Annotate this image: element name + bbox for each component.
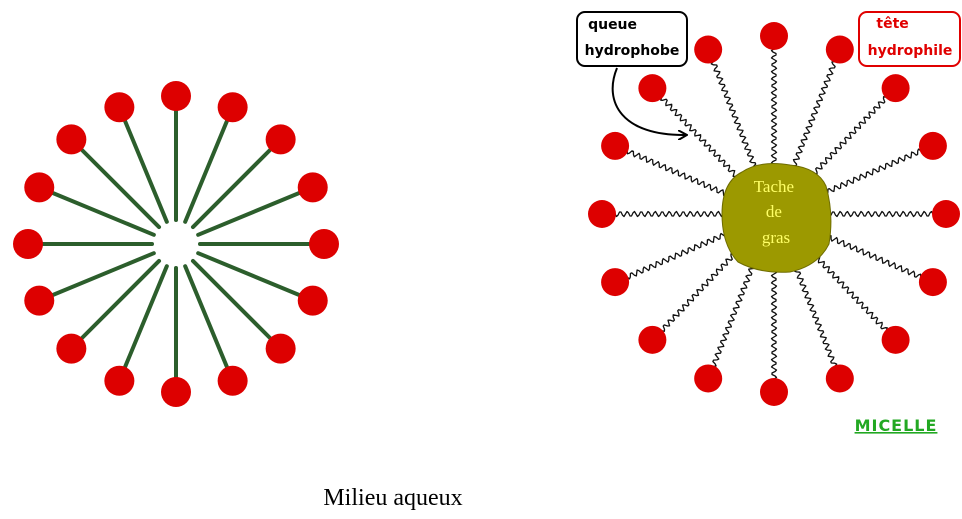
grease-stain-label-line: gras xyxy=(762,228,790,247)
grease-stain xyxy=(721,163,832,273)
hydrophobic-tail xyxy=(661,243,743,332)
hydrophilic-head xyxy=(56,124,87,155)
hydrophobic-tail xyxy=(196,190,302,237)
hydrophobic-tail-label: queue hydrophobe xyxy=(585,17,680,59)
hydrophilic-head-label-line: tête xyxy=(876,16,908,32)
right-tails xyxy=(614,48,934,380)
hydrophilic-head xyxy=(217,92,248,123)
left-heads xyxy=(13,81,339,407)
hydrophobic-tail xyxy=(183,264,230,370)
hydrophilic-head xyxy=(694,364,723,393)
hydrophobic-tail xyxy=(50,190,156,237)
hydrophilic-head xyxy=(217,365,248,396)
hydrophobic-tail xyxy=(815,148,922,198)
hydrophilic-head xyxy=(760,22,788,50)
hydrophobic-tail xyxy=(79,258,162,341)
hydrophobic-tail xyxy=(183,118,230,224)
hydrophobic-tail xyxy=(788,256,838,367)
grease-stain-label-line: de xyxy=(766,202,782,221)
hydrophobic-tail xyxy=(50,251,156,298)
hydrophobic-tail xyxy=(712,255,758,368)
hydrophilic-head xyxy=(825,35,854,64)
hydrophobic-tail xyxy=(122,118,169,224)
hydrophobic-tail-label-line: hydrophobe xyxy=(585,43,680,59)
micelle-label: MICELLE xyxy=(855,416,938,435)
left-tails xyxy=(40,108,312,380)
hydrophobic-tail xyxy=(770,48,778,170)
pointer-arrow-icon xyxy=(611,67,686,135)
hydrophobic-tail-label-line: queue xyxy=(588,17,637,33)
grease-stain-label-line: Tache xyxy=(754,177,794,196)
hydrophilic-head xyxy=(918,131,947,160)
hydrophilic-head xyxy=(265,124,296,155)
hydrophilic-head xyxy=(760,378,788,406)
grease-stain-label: Tache de gras xyxy=(754,177,799,247)
hydrophilic-head xyxy=(601,131,630,160)
hydrophilic-head xyxy=(881,325,910,354)
hydrophilic-head xyxy=(638,325,667,354)
hydrophilic-head xyxy=(265,333,296,364)
hydrophobic-tail xyxy=(196,251,302,298)
hydrophobic-tail xyxy=(614,210,730,218)
hydrophilic-head xyxy=(104,92,135,123)
right-micelle: Tache de gras xyxy=(588,22,960,406)
milieu-aqueux-caption: Milieu aqueux xyxy=(323,485,462,511)
hydrophilic-head-label-line: hydrophile xyxy=(868,43,953,59)
left-micelle xyxy=(13,81,339,407)
hydrophilic-head xyxy=(297,285,328,316)
hydrophilic-head xyxy=(918,268,947,297)
hydrophobic-tail xyxy=(790,60,836,173)
hydrophilic-head-label: tête hydrophile xyxy=(868,16,953,59)
hydrophobic-tail-callout: queue hydrophobe xyxy=(576,11,688,135)
hydrophilic-head xyxy=(588,200,616,228)
hydrophobic-tail xyxy=(816,229,922,278)
hydrophobic-tail xyxy=(190,147,273,230)
hydrophobic-tail xyxy=(770,258,778,380)
hydrophilic-head xyxy=(13,229,43,259)
hydrophilic-head xyxy=(601,268,630,297)
hydrophilic-head xyxy=(932,200,960,228)
hydrophobic-tail-label-box xyxy=(576,11,688,67)
hydrophobic-tail xyxy=(818,210,934,218)
hydrophilic-head xyxy=(694,35,723,64)
hydrophilic-head-label-box xyxy=(858,11,961,67)
hydrophilic-head xyxy=(161,81,191,111)
right-heads xyxy=(588,22,960,406)
hydrophobic-tail xyxy=(79,147,162,230)
hydrophilic-head xyxy=(297,172,328,203)
hydrophobic-tail xyxy=(805,96,887,185)
hydrophilic-head xyxy=(881,74,910,103)
hydrophilic-head xyxy=(638,74,667,103)
hydrophobic-tail xyxy=(190,258,273,341)
hydrophobic-tail xyxy=(660,97,745,183)
hydrophilic-head xyxy=(24,172,55,203)
hydrophilic-head xyxy=(309,229,339,259)
hydrophilic-head-callout: tête hydrophile xyxy=(858,11,961,67)
hydrophilic-head xyxy=(104,365,135,396)
hydrophilic-head xyxy=(825,364,854,393)
hydrophilic-head xyxy=(24,285,55,316)
hydrophobic-tail xyxy=(626,230,733,280)
hydrophobic-tail xyxy=(710,61,760,172)
hydrophobic-tail xyxy=(122,264,169,370)
hydrophobic-tail xyxy=(626,150,732,199)
hydrophilic-head xyxy=(56,333,87,364)
hydrophobic-tail xyxy=(803,245,888,331)
hydrophilic-head xyxy=(161,377,191,407)
